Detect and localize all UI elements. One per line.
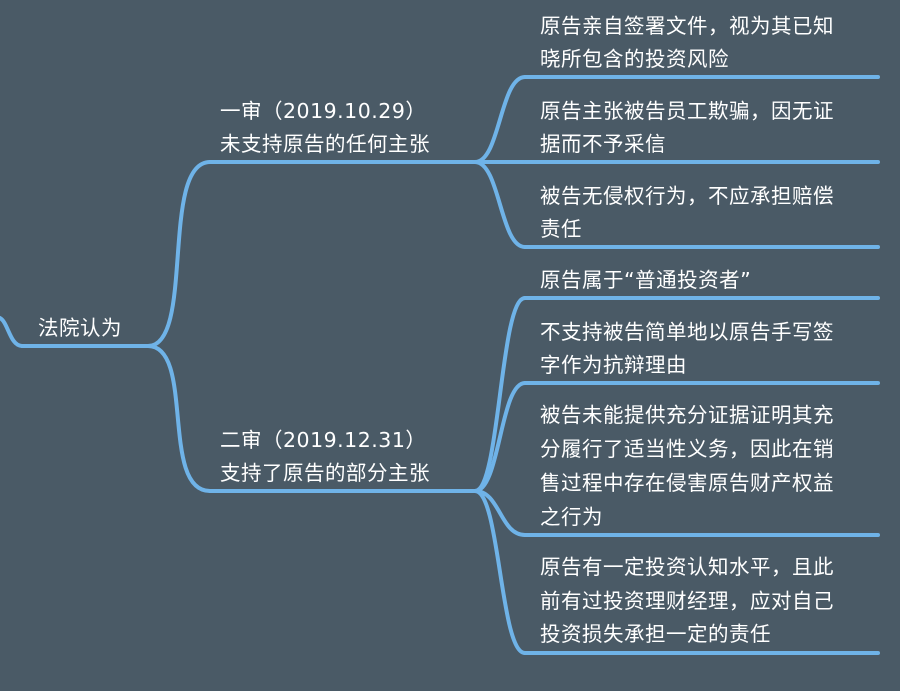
branch-1-title: 一审（2019.10.29） — [220, 99, 427, 123]
connector-root-branch-2 — [146, 344, 212, 493]
leaf-2-3-line-4: 之行为 — [540, 505, 603, 529]
leaf-2-3-line-3: 售过程中存在侵害原告财产权益 — [540, 471, 834, 495]
connector-root-in — [0, 316, 24, 348]
connector-root-branch-1 — [146, 160, 212, 348]
leaf-1-2-line-2: 据而不予采信 — [540, 132, 666, 156]
branch-1-subtitle: 未支持原告的任何主张 — [220, 132, 430, 156]
leaf-1-3-line-2: 责任 — [540, 217, 582, 241]
branch-2-subtitle: 支持了原告的部分主张 — [220, 461, 430, 485]
leaf-2-1-line-1: 原告属于“普通投资者” — [540, 268, 752, 292]
connector-branch-1-leaf-3 — [473, 160, 527, 249]
branch-2-title: 二审（2019.12.31） — [220, 428, 427, 452]
leaf-1-2-line-1: 原告主张被告员工欺骗，因无证 — [540, 99, 834, 123]
leaf-2-4-line-1: 原告有一定投资认知水平，且此 — [540, 555, 834, 579]
connector-branch-2-leaf-2 — [473, 381, 527, 493]
leaf-2-4-line-2: 前有过投资理财经理，应对自己 — [540, 589, 834, 613]
leaf-2-3-line-2: 分履行了适当性义务，因此在销 — [540, 437, 834, 461]
connector-branch-2-leaf-3 — [473, 489, 527, 537]
leaf-2-2-line-1: 不支持被告简单地以原告手写签 — [540, 320, 834, 344]
root-node-label: 法院认为 — [38, 316, 122, 340]
connector-branch-2-leaf-1 — [473, 296, 527, 493]
leaf-2-2-line-2: 字作为抗辩理由 — [540, 353, 687, 377]
leaf-1-3-line-1: 被告无侵权行为，不应承担赔偿 — [540, 184, 834, 208]
connector-branch-1-leaf-1 — [473, 75, 527, 164]
leaf-1-1-line-2: 晓所包含的投资风险 — [540, 47, 729, 71]
leaf-1-1-line-1: 原告亲自签署文件，视为其已知 — [540, 14, 834, 38]
connector-branch-2-leaf-4 — [473, 489, 527, 655]
leaf-2-3-line-1: 被告未能提供充分证据证明其充 — [540, 403, 834, 427]
leaf-2-4-line-3: 投资损失承担一定的责任 — [540, 622, 771, 646]
